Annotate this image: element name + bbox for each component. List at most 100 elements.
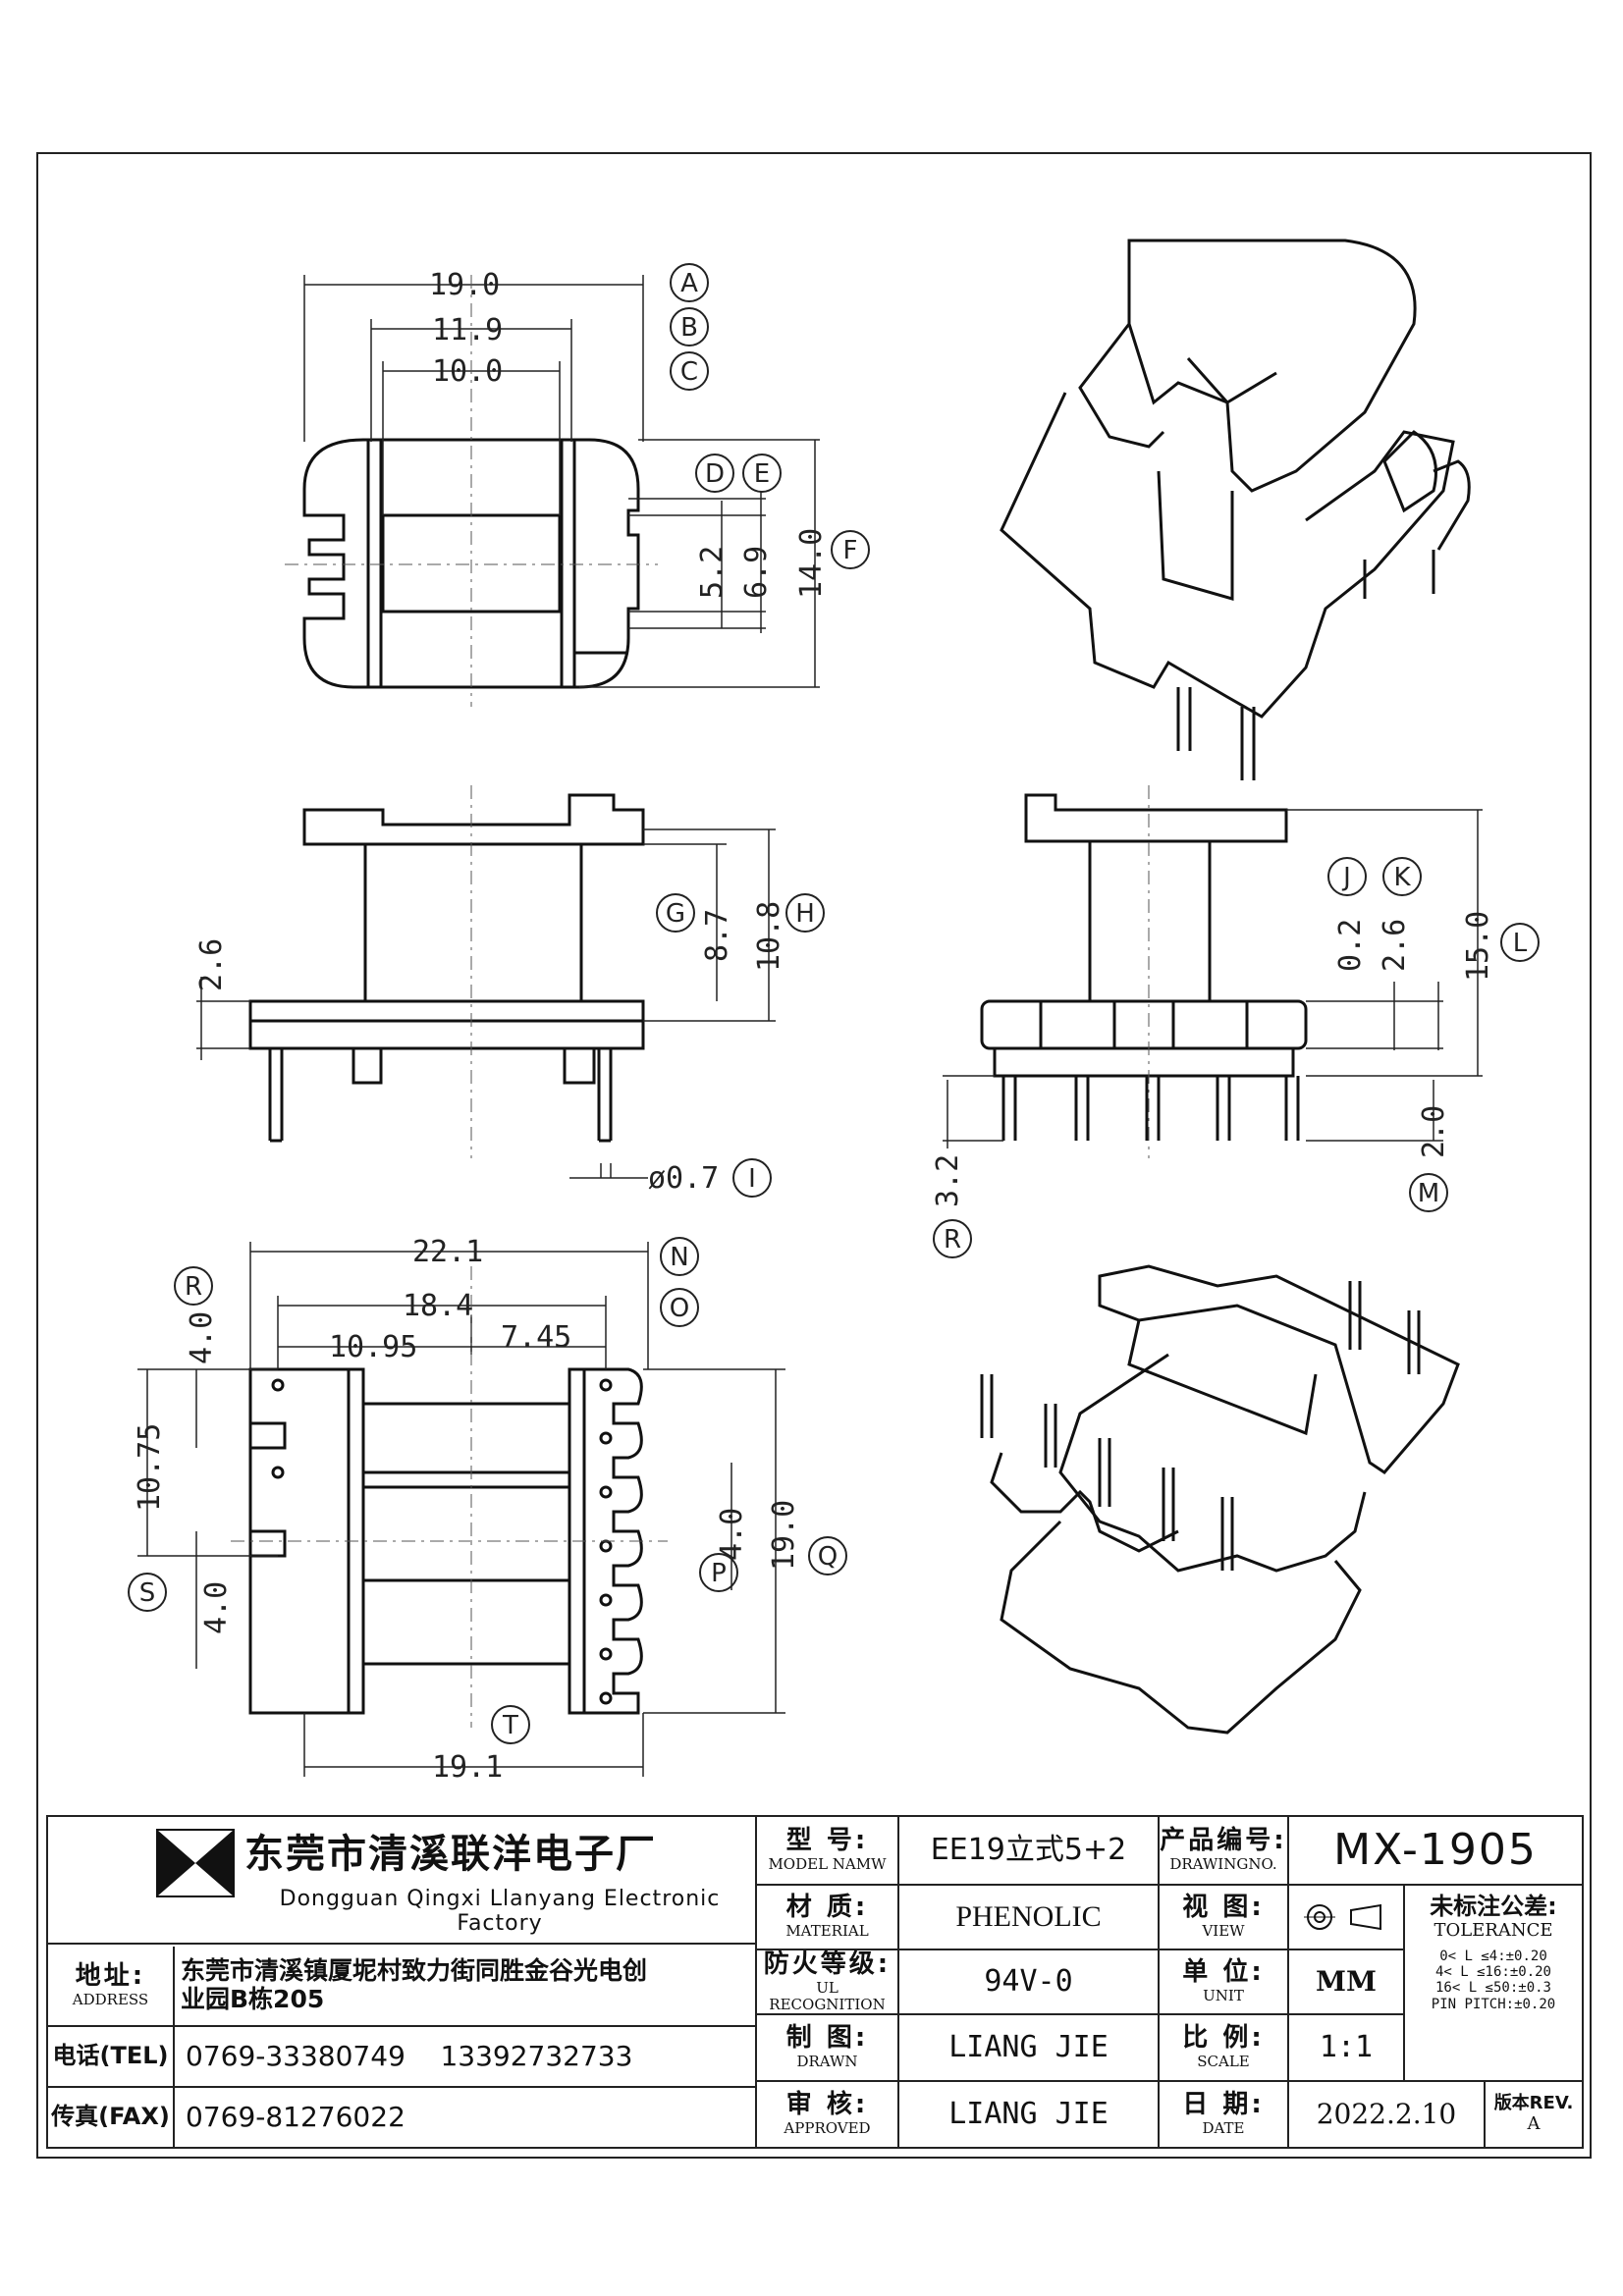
approved-value: LIANG JIE — [948, 2096, 1109, 2131]
ref-h: H — [785, 893, 825, 933]
dim-4-0-bottom: 4.0 — [199, 1581, 234, 1634]
company-name-en: Dongguan Qingxi Llanyang Electronic Fact… — [279, 1886, 721, 1936]
fire-rating-value: 94V-0 — [984, 1963, 1073, 1999]
svg-text:I: I — [748, 1164, 756, 1194]
revision: 版本REV. A — [1493, 2093, 1574, 2134]
svg-text:A: A — [680, 269, 698, 298]
dimension-texts: 19.0 11.9 10.0 5.2 6.9 14.0 8.7 10.8 2.6… — [133, 268, 1495, 1785]
approved-label: 审 核: APPROVED — [784, 2090, 871, 2138]
dim-3-2: 3.2 — [931, 1154, 965, 1207]
isometric-view-bottom — [980, 1264, 1460, 1735]
drawn-label: 制 图: DRAWN — [785, 2023, 869, 2071]
unit-value: MM — [1316, 1964, 1377, 1998]
material-value: PHENOLIC — [955, 1899, 1102, 1933]
ref-t: T — [491, 1705, 530, 1744]
dim-19-1: 19.1 — [432, 1750, 503, 1785]
ref-m: M — [1409, 1173, 1448, 1212]
technical-drawing: 19.0 11.9 10.0 5.2 6.9 14.0 8.7 10.8 2.6… — [128, 239, 1540, 1785]
svg-text:C: C — [680, 357, 698, 387]
front-view-outline — [248, 793, 645, 1143]
svg-text:D: D — [705, 459, 725, 489]
fax-value: 0769-81276022 — [186, 2100, 406, 2133]
dim-pin-dia: ø0.7 — [648, 1161, 719, 1196]
dim-0-2: 0.2 — [1333, 919, 1368, 972]
date-value: 2022.2.10 — [1316, 2097, 1457, 2130]
scale-label: 比 例: SCALE — [1182, 2023, 1265, 2071]
svg-text:L: L — [1513, 929, 1528, 958]
company-name-cn: 东莞市清溪联洋电子厂 — [244, 1832, 657, 1877]
tel-label: 电话(TEL) — [52, 2042, 169, 2070]
ref-k: K — [1382, 857, 1422, 896]
ref-f: F — [831, 530, 870, 569]
ref-b: B — [670, 307, 709, 347]
dim-7-45: 7.45 — [501, 1320, 571, 1355]
svg-text:R: R — [185, 1272, 202, 1302]
svg-text:R: R — [944, 1225, 961, 1255]
ref-n: N — [660, 1237, 699, 1276]
dim-8-7: 8.7 — [700, 909, 734, 962]
title-block: 东莞市清溪联洋电子厂 Dongguan Qingxi Llanyang Elec… — [46, 1815, 1584, 2149]
projection-symbol-icon — [1289, 1886, 1403, 1949]
ref-g: G — [656, 893, 695, 933]
drawing-no-value: MX-1905 — [1333, 1824, 1538, 1875]
ref-j: J — [1327, 857, 1367, 896]
svg-text:K: K — [1393, 863, 1411, 892]
ref-r-side: R — [933, 1219, 972, 1258]
dim-11-9: 11.9 — [432, 313, 503, 347]
svg-text:G: G — [666, 899, 685, 929]
ref-s: S — [128, 1573, 167, 1612]
unit-label: 单 位: UNIT — [1182, 1957, 1265, 2005]
ref-o: O — [660, 1288, 699, 1327]
svg-text:P: P — [711, 1559, 727, 1588]
reference-circles: A B C D E F G H I J K L M N O P Q R R S … — [128, 263, 1540, 1744]
ref-p: P — [699, 1553, 738, 1592]
svg-text:B: B — [680, 313, 698, 343]
drawing-no-label: 产品编号: DRAWINGNO. — [1160, 1826, 1287, 1874]
svg-text:T: T — [502, 1711, 518, 1740]
svg-text:M: M — [1418, 1179, 1439, 1208]
svg-text:H: H — [795, 899, 815, 929]
dim-10-0: 10.0 — [432, 354, 503, 389]
dim-10-95: 10.95 — [329, 1330, 417, 1364]
tolerance-box: 未标注公差: TOLERANCE 0< L ≤4:±0.20 4< L ≤16:… — [1430, 1893, 1557, 2012]
date-label: 日 期: DATE — [1182, 2090, 1265, 2138]
svg-text:E: E — [754, 459, 770, 489]
address-label: 地址: ADDRESS — [72, 1961, 149, 2009]
ref-c: C — [670, 351, 709, 391]
drawn-value: LIANG JIE — [948, 2029, 1109, 2064]
dim-2-6-side: 2.6 — [1378, 919, 1412, 972]
model-value: EE19立式5+2 — [930, 1832, 1127, 1867]
address-value: 东莞市清溪镇厦坭村致力街同胜金谷光电创 业园B栋205 — [181, 1956, 648, 2013]
dim-22-1: 22.1 — [412, 1235, 483, 1269]
svg-text:J: J — [1341, 863, 1351, 892]
ref-d: D — [695, 454, 734, 493]
dim-14-0: 14.0 — [794, 528, 829, 599]
top-view-outline — [302, 438, 640, 689]
svg-text:N: N — [670, 1243, 688, 1272]
centerlines — [231, 275, 1150, 1728]
view-label: 视 图: VIEW — [1182, 1893, 1265, 1941]
dim-10-75: 10.75 — [133, 1423, 167, 1512]
ref-r-bottom: R — [174, 1266, 213, 1306]
ref-i: I — [732, 1158, 772, 1198]
scale-value: 1:1 — [1319, 2029, 1374, 2064]
dim-4-0-right: 4.0 — [715, 1508, 749, 1561]
svg-text:F: F — [843, 536, 858, 565]
dim-19-0-bottom: 19.0 — [767, 1500, 801, 1571]
fire-rating-label: 防火等级: UL RECOGNITION — [763, 1949, 892, 2013]
side-view-outline — [980, 793, 1308, 1141]
svg-text:O: O — [670, 1294, 689, 1323]
dim-10-8: 10.8 — [752, 901, 786, 972]
drawing-border — [36, 152, 1592, 2159]
dim-19-0: 19.0 — [429, 268, 500, 302]
ref-q: Q — [808, 1536, 847, 1575]
tel-value: 0769-33380749 13392732733 — [186, 2039, 633, 2072]
model-label: 型 号: MODEL NAMW — [768, 1826, 887, 1874]
ref-a: A — [670, 263, 709, 302]
isometric-view-top — [1000, 239, 1471, 780]
dim-6-9: 6.9 — [739, 546, 774, 599]
svg-text:Q: Q — [818, 1542, 838, 1572]
dim-18-4: 18.4 — [403, 1289, 473, 1323]
dim-2-6-front: 2.6 — [194, 938, 229, 991]
svg-text:S: S — [139, 1578, 156, 1608]
